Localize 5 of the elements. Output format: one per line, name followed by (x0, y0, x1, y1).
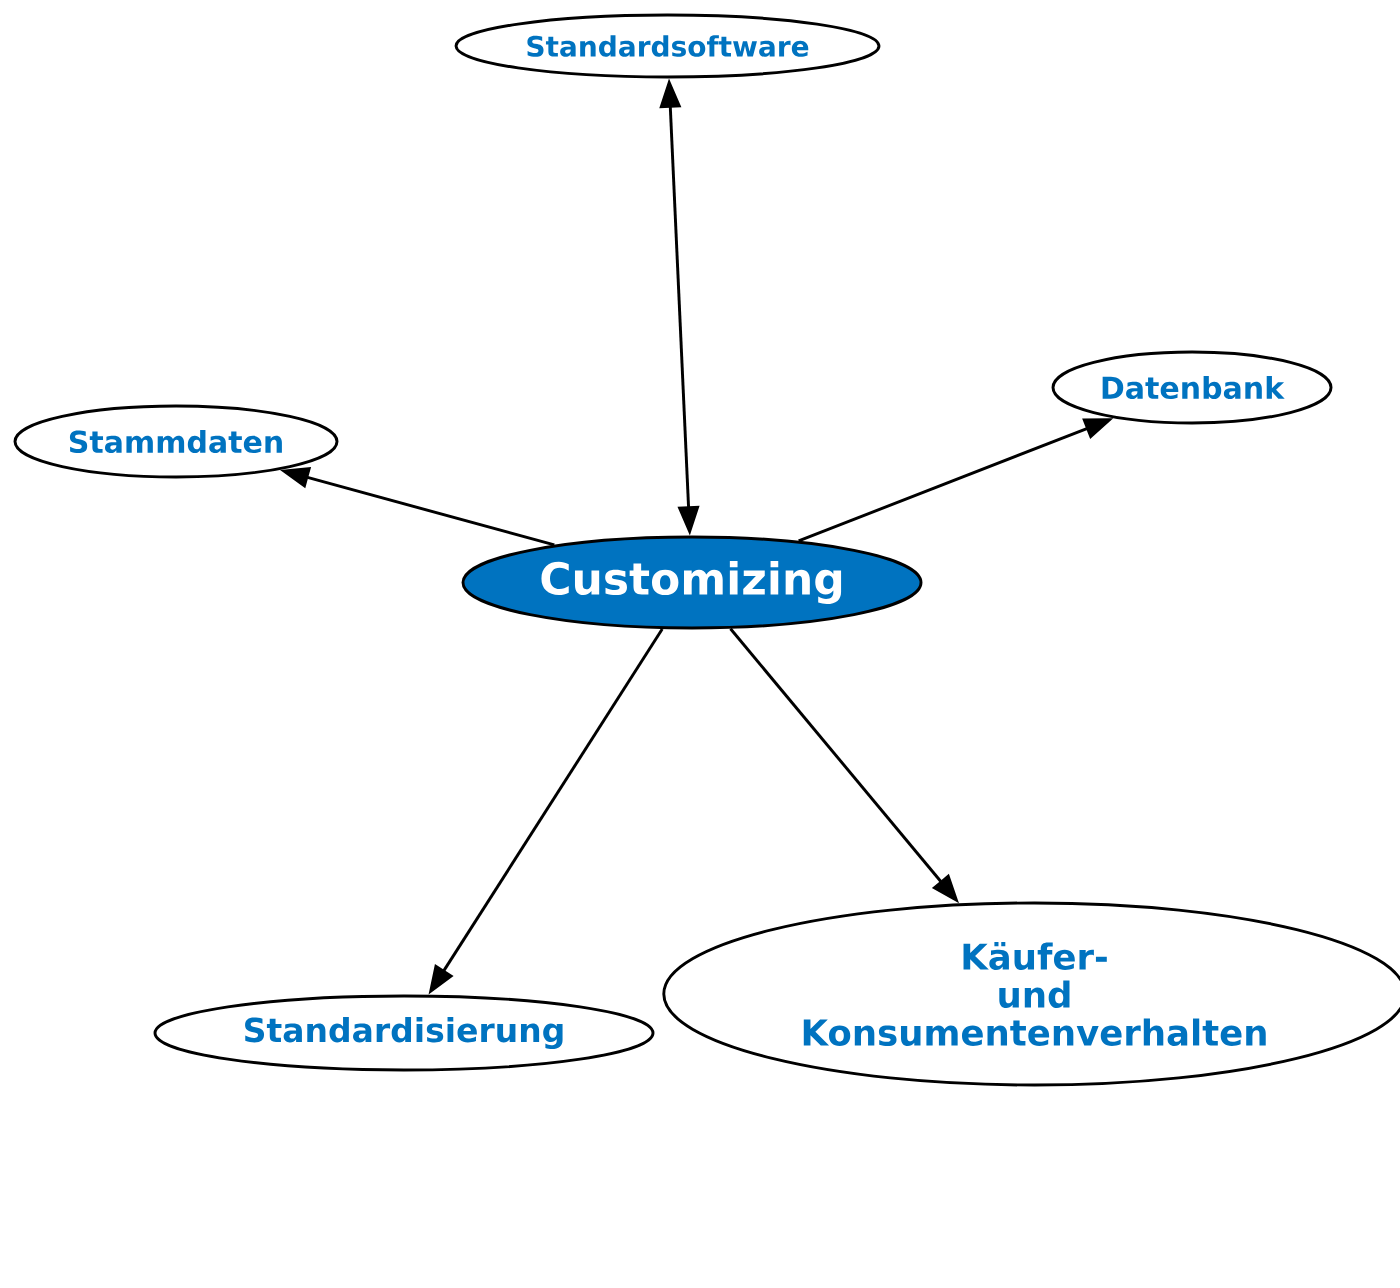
ellipse-node: Datenbank (1051, 350, 1333, 425)
ellipse-node: Standardsoftware (454, 13, 881, 79)
ellipse-node: Stammdaten (13, 404, 339, 479)
ellipse-node: Customizing (461, 535, 923, 630)
ellipse-node: Standardisierung (153, 994, 655, 1072)
